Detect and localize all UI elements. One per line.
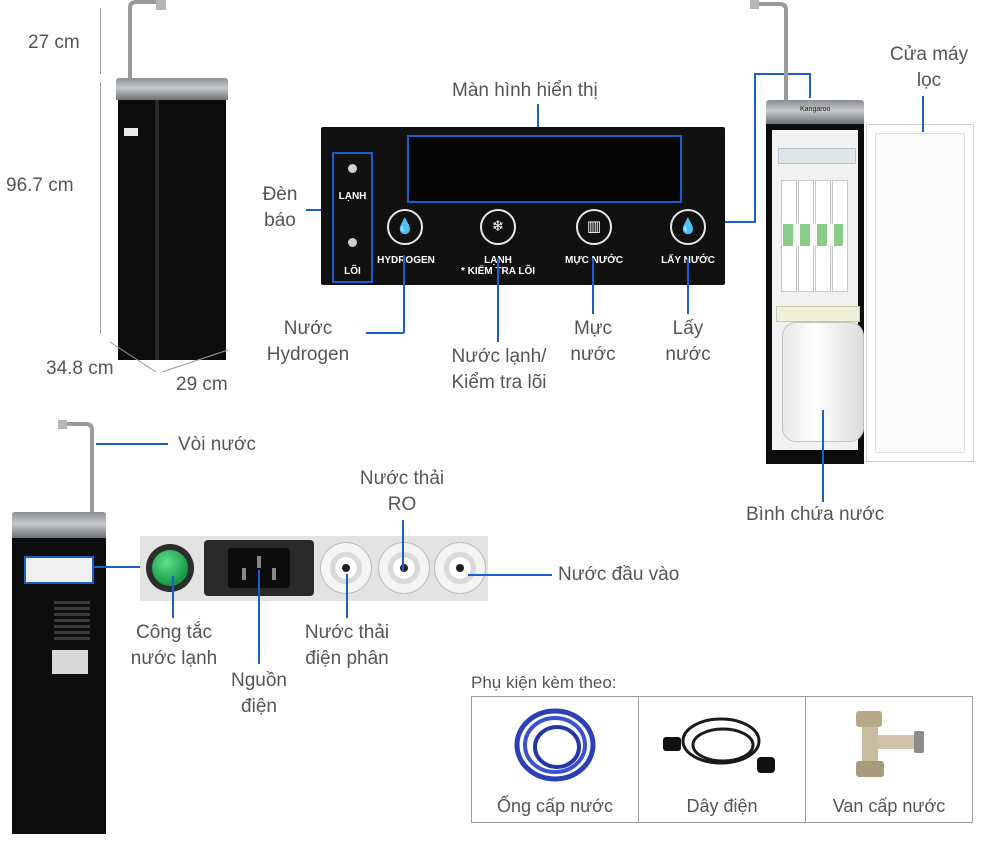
- tank-callout-line: [822, 410, 824, 502]
- control-panel: LẠNH LÕI 💧 HYDROGEN ❄ LẠNH * KIỂM TRA LÕ…: [321, 127, 725, 285]
- door-label: Cửa máy lọc: [889, 44, 969, 91]
- faucet-icon: [58, 420, 94, 514]
- inlet-port[interactable]: [434, 542, 486, 594]
- cabinet-edge: [155, 100, 159, 360]
- accessory-cord-label: Dây điện: [686, 796, 758, 816]
- blue-hose-icon: [514, 708, 596, 782]
- filter-tray: [776, 306, 860, 322]
- cup-level-icon: ▥: [586, 218, 602, 235]
- panel-connector-line: [725, 73, 811, 223]
- water-level-button-label: MỰC NƯỚC: [565, 255, 623, 266]
- level-callout-line: [592, 258, 594, 314]
- tank-label: Bình chứa nước: [746, 504, 885, 525]
- dim-line-faucet: [100, 8, 101, 74]
- indicator-group: LẠNH LÕI: [332, 152, 373, 283]
- indicator-label: Đèn báo: [262, 184, 298, 231]
- snowflake-icon: ❄: [491, 218, 505, 235]
- rear-callout-line: [92, 566, 148, 568]
- machine-cabinet: [118, 100, 226, 360]
- socket-pin: [272, 568, 276, 580]
- power-callout-line: [258, 570, 260, 664]
- faucet-label: Vòi nước: [178, 434, 256, 455]
- cold-button[interactable]: ❄: [480, 209, 516, 245]
- accessory-valve-label: Van cấp nước: [832, 796, 946, 816]
- droplet-h2-icon: 💧: [395, 218, 415, 235]
- display-label: Màn hình hiển thị: [452, 80, 598, 101]
- accessory-cell: Dây điện: [639, 697, 806, 822]
- ro-waste-callout-line: [402, 520, 404, 572]
- dispense-callout: Lấy nước: [665, 318, 711, 365]
- ro-waste-port[interactable]: [378, 542, 430, 594]
- hydrogen-button-label: HYDROGEN: [377, 255, 435, 266]
- cold-callout: Nước lạnh/ Kiểm tra lõi: [451, 346, 547, 393]
- electrolysis-waste-label: Nước thải điện phân: [304, 622, 390, 669]
- accessories-title: Phụ kiện kèm theo:: [471, 673, 617, 692]
- accessory-cell: Van cấp nước: [806, 697, 972, 822]
- hydrogen-callout-line: [403, 255, 405, 333]
- rear-cabinet: [12, 538, 106, 834]
- indicator-callout-line: [306, 209, 333, 211]
- water-level-button[interactable]: ▥: [576, 209, 612, 245]
- rear-vent: [54, 600, 90, 640]
- electrolysis-waste-port[interactable]: [320, 542, 372, 594]
- dim-width: 29 cm: [176, 374, 228, 395]
- core-led: [348, 238, 357, 247]
- accessory-hose-label: Ống cấp nước: [497, 796, 613, 816]
- cold-led: [348, 164, 357, 173]
- dim-depth: 34.8 cm: [46, 358, 114, 379]
- inlet-label: Nước đầu vào: [558, 564, 680, 585]
- display-screen: [407, 135, 682, 203]
- rear-connector-box: [24, 556, 94, 584]
- rear-connector-panel: [140, 536, 488, 601]
- dim-line-width: [161, 349, 229, 373]
- hydrogen-callout-elbow: [366, 332, 404, 334]
- dispense-button[interactable]: 💧: [670, 209, 706, 245]
- hydrogen-callout: Nước Hydrogen: [266, 318, 350, 365]
- filter-manifold: [778, 148, 856, 164]
- hydrogen-button[interactable]: 💧: [387, 209, 423, 245]
- level-callout: Mực nước: [570, 318, 616, 365]
- ro-waste-label: Nước thải RO: [359, 468, 445, 515]
- cold-led-label: LẠNH: [338, 191, 367, 202]
- tap-water-icon: 💧: [678, 218, 698, 235]
- dispense-callout-line: [687, 258, 689, 314]
- door-callout-line: [922, 96, 924, 132]
- machine-top-cap: [116, 78, 228, 100]
- dim-line-body: [100, 82, 101, 334]
- accessories-table: Ống cấp nước Dây điện Van cấp nước: [471, 696, 973, 823]
- dim-faucet-height: 27 cm: [28, 32, 80, 53]
- faucet-icon: [750, 0, 788, 102]
- cold-callout-line: [497, 258, 499, 342]
- inlet-callout-line: [468, 574, 552, 576]
- display-callout-line: [537, 104, 539, 135]
- filter-door[interactable]: [866, 124, 974, 462]
- rear-top-cap: [12, 512, 106, 538]
- socket-pin: [242, 568, 246, 580]
- open-unit-top-cap: [766, 100, 864, 124]
- power-cord-icon: [663, 717, 775, 773]
- rear-spec-sticker: [52, 650, 88, 674]
- dim-line-depth: [109, 341, 157, 373]
- open-unit-brand: Kangaroo: [800, 106, 831, 113]
- switch-label: Công tắc nước lạnh: [130, 622, 218, 669]
- electrolysis-waste-callout-line: [346, 574, 348, 618]
- cold-water-switch[interactable]: [152, 550, 188, 586]
- core-led-label: LÕI: [344, 266, 361, 277]
- socket-pin: [257, 556, 261, 568]
- switch-callout-line: [172, 576, 174, 618]
- valve-icon: [856, 711, 924, 777]
- faucet-icon: [128, 0, 166, 78]
- power-label: Nguồn điện: [231, 670, 287, 717]
- accessory-cell: Ống cấp nước: [472, 697, 639, 822]
- dim-body-height: 96.7 cm: [6, 175, 74, 196]
- faucet-callout-line: [96, 443, 168, 445]
- cabinet-label-sticker: [124, 128, 138, 136]
- filter-labels: [783, 224, 843, 246]
